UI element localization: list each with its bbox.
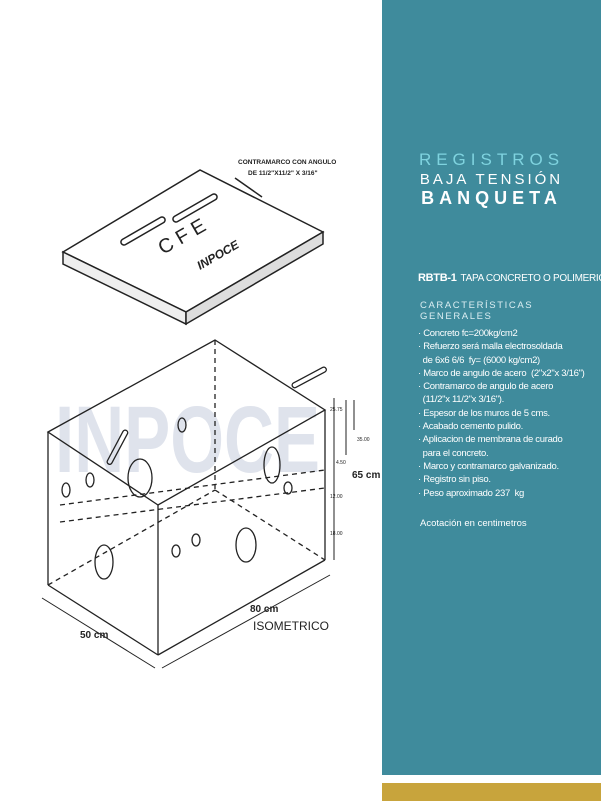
view-label: ISOMETRICO: [253, 619, 329, 633]
lid: [61, 169, 325, 326]
feature-item: · Marco y contramarco galvanizado.: [418, 460, 559, 472]
isometric-drawing: INPOCE CONTRAMARCO CON ANGULO DE 11/2"X1…: [41, 159, 380, 669]
feature-item: (11/2"x 11/2"x 3/16").: [418, 394, 505, 406]
dim-e: 18.00: [330, 531, 343, 537]
feature-item: · Concreto fc=200kg/cm2: [418, 328, 518, 339]
product-description: TAPA CONCRETO O POLIMERICA: [460, 273, 601, 284]
dim-b: 35.00: [357, 437, 370, 443]
title-line-1: REGISTROS: [418, 150, 565, 169]
feature-list: · Concreto fc=200kg/cm2 · Refuerzo será …: [418, 327, 598, 500]
lid-note-2: DE 11/2"X11/2" X 3/16": [248, 170, 318, 177]
title-line-3: BANQUETA: [421, 188, 562, 208]
feature-item: · Registro sin piso.: [418, 474, 491, 486]
feature-item: · Marco de angulo de acero (2"x2"x 3/16"…: [418, 367, 585, 379]
feature-item: de 6x6 6/6 fy= (6000 kg/cm2): [418, 354, 541, 366]
watermark: INPOCE: [55, 387, 320, 493]
feature-item: · Peso aproximado 237 kg: [418, 487, 525, 499]
feature-item: · Acabado cemento pulido.: [418, 421, 523, 433]
dim-c: 4.50: [336, 460, 346, 466]
dim-width: 80 cm: [250, 604, 278, 615]
box: [46, 339, 327, 656]
footer-bar: [382, 783, 601, 801]
feature-item: para el concreto.: [418, 447, 489, 459]
feature-item: · Aplicacion de membrana de curado: [418, 434, 563, 446]
feature-item: · Contramarco de angulo de acero: [418, 381, 554, 393]
feature-item: · Refuerzo será malla electrosoldada: [418, 341, 563, 353]
dim-d: 12.00: [330, 494, 343, 500]
dim-height: 65 cm: [352, 470, 380, 481]
dim-depth: 50 cm: [80, 630, 108, 641]
product-code: RBTB-1: [418, 272, 457, 284]
dim-a: 25.75: [330, 407, 343, 413]
feature-item: · Espesor de los muros de 5 cms.: [418, 407, 550, 419]
measurement-note: Acotación en centimetros: [420, 518, 527, 529]
section-title: CARACTERÍSTICAS GENERALES: [420, 300, 534, 322]
lid-note-1: CONTRAMARCO CON ANGULO: [238, 159, 336, 166]
title-line-2: BAJA TENSIÓN: [419, 171, 564, 188]
